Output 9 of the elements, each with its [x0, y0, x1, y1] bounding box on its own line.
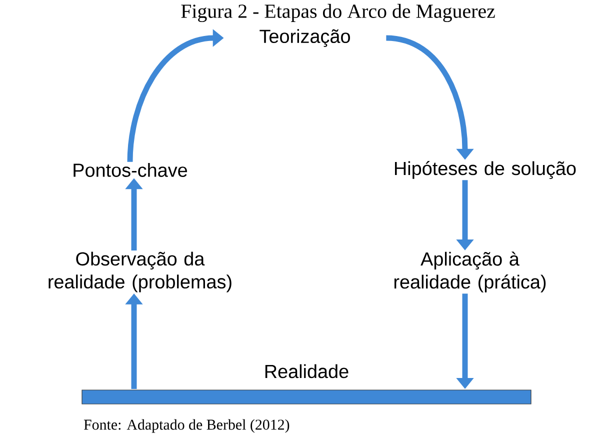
reality-bar: Realidade: [82, 364, 532, 404]
node-label: Realidade: [265, 364, 348, 378]
source-caption: Fonte: Adaptado de Berbel (2012): [84, 419, 290, 433]
stage-label: Observação da realidade (problemas): [48, 252, 232, 292]
stage-label: Aplicação à realidade (prática): [394, 252, 546, 292]
figure-title: Figura 2 - Etapas do Arco de Maguerez: [181, 4, 495, 22]
stage-label: Hipóteses de solução: [395, 161, 576, 179]
stage-label: Teorização: [260, 29, 350, 47]
stage-label: Pontos-chave: [74, 163, 188, 177]
